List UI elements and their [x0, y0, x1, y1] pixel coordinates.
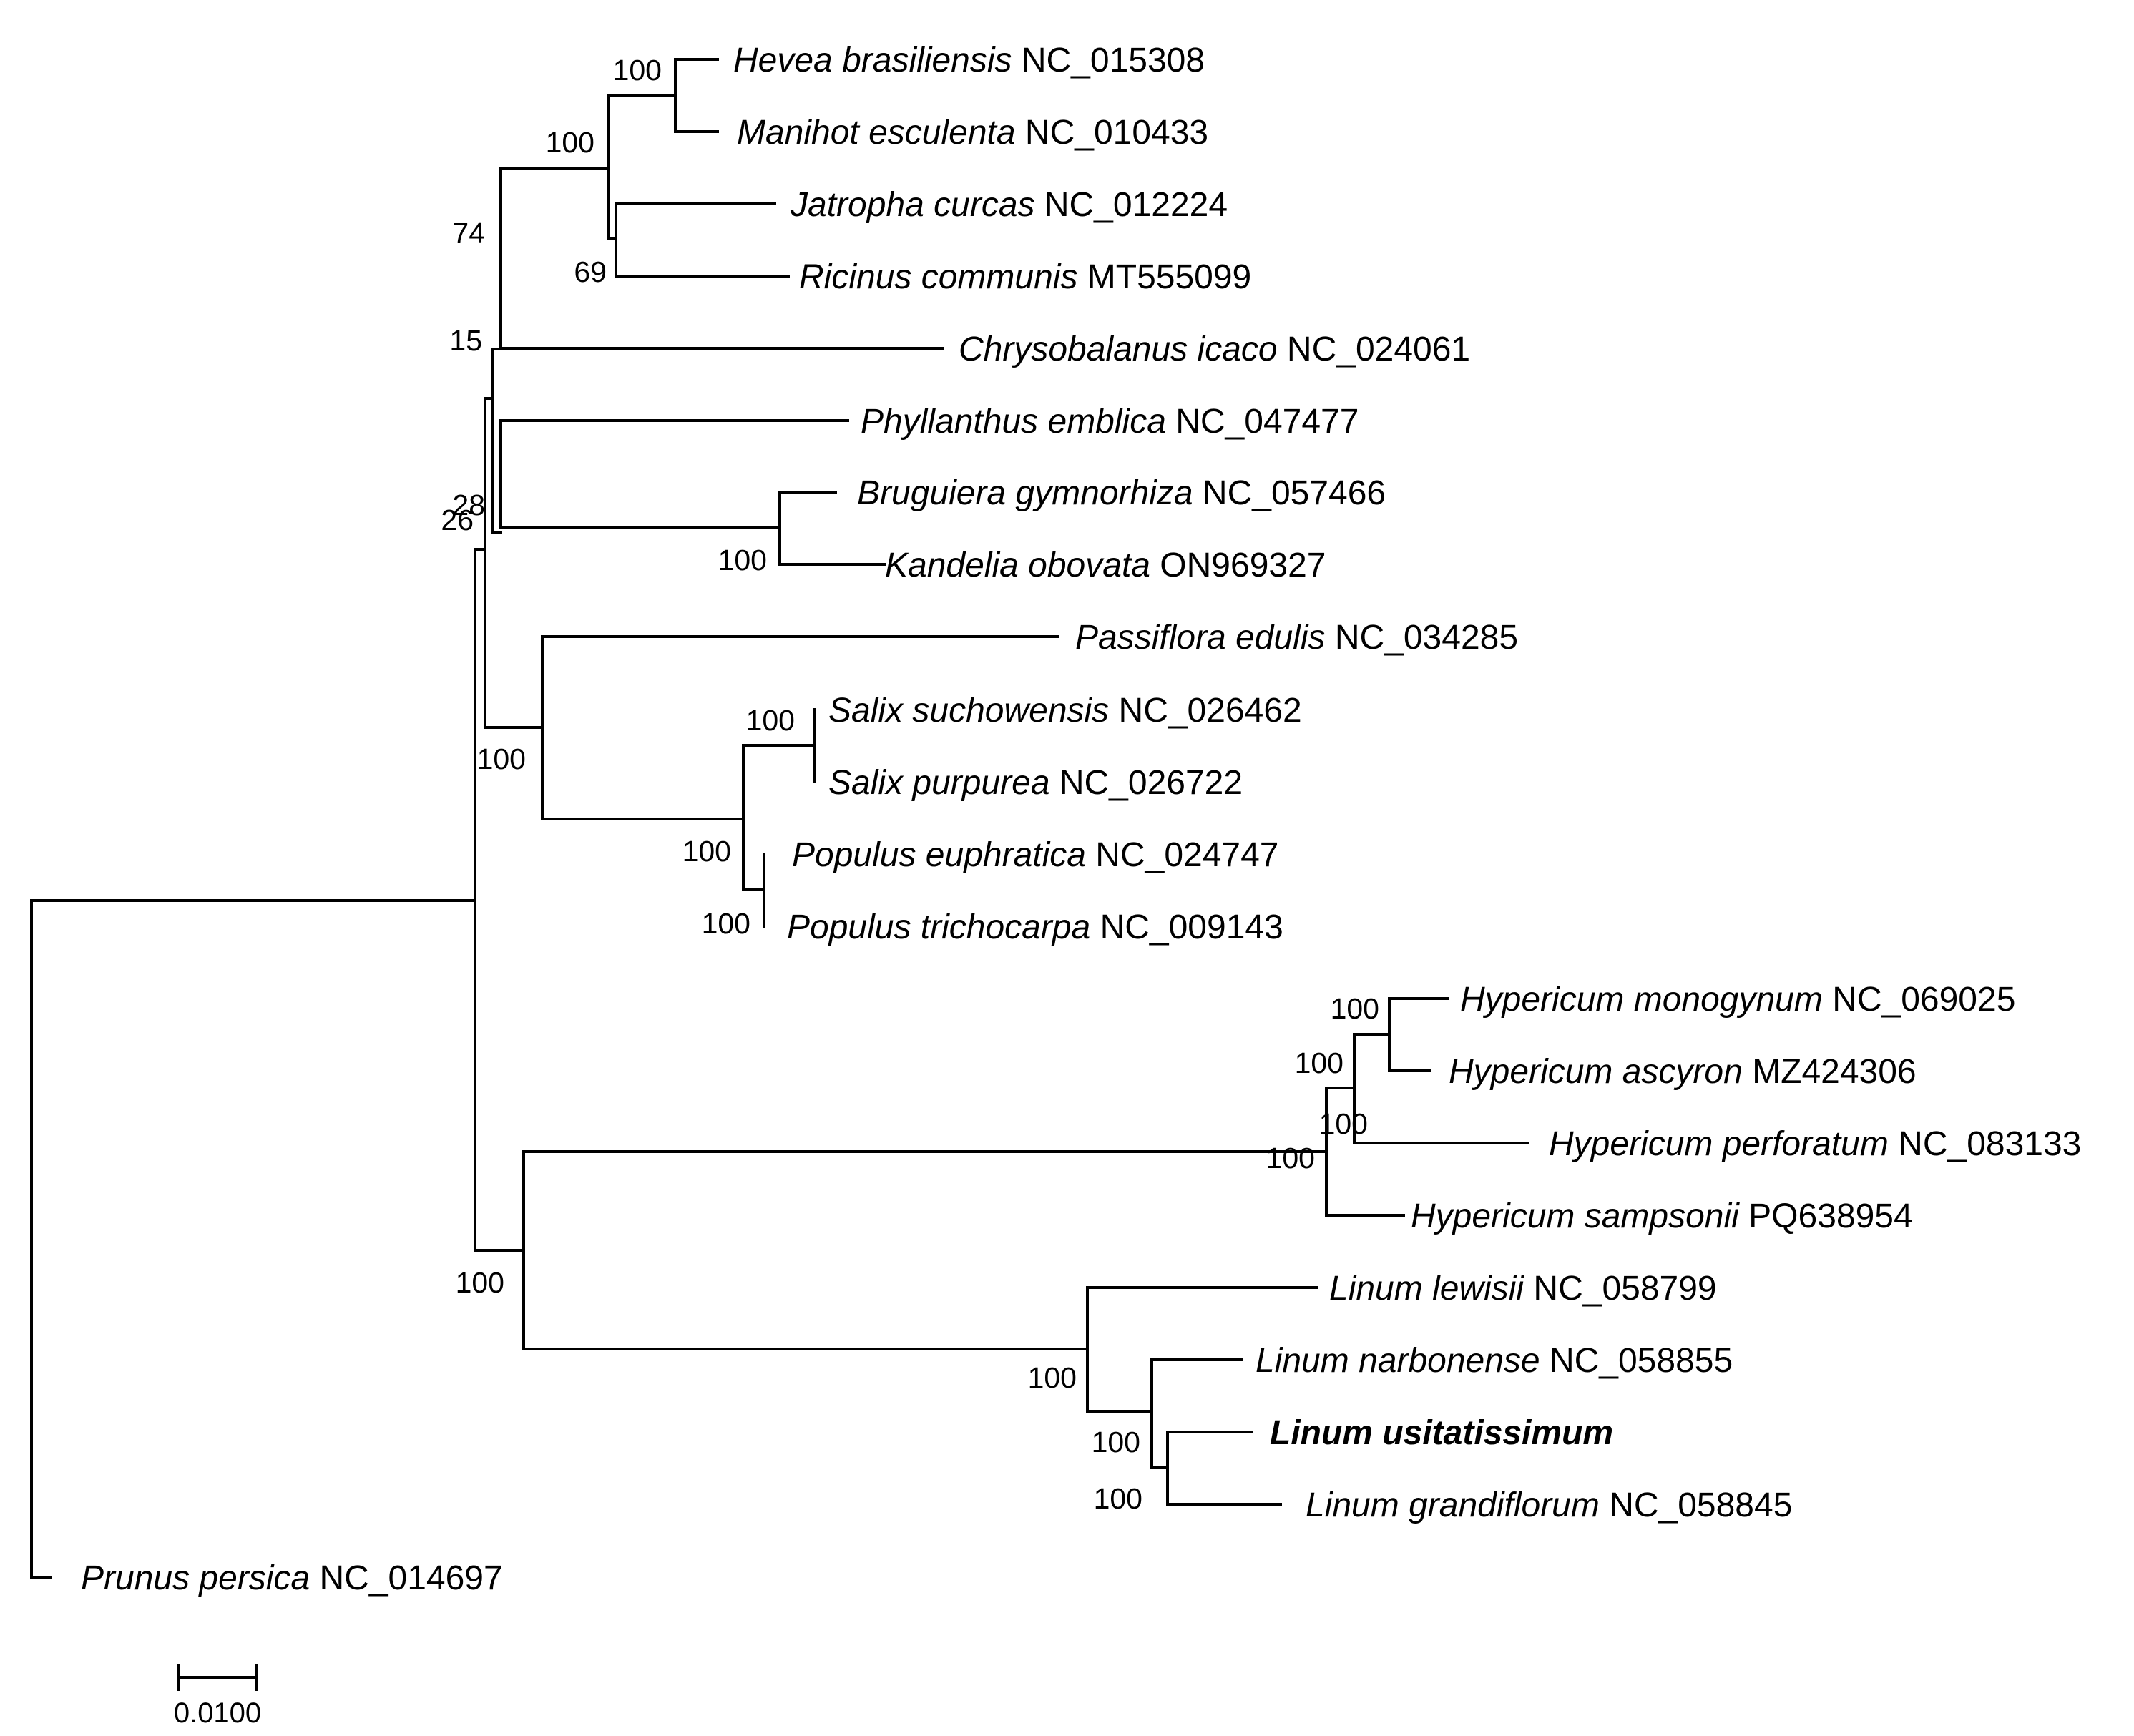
bootstrap-value-4: 15: [449, 324, 482, 357]
bootstrap-values: 1001006974151002826100100100100100100100…: [441, 54, 1379, 1515]
taxon-species: Bruguiera gymnorhiza: [857, 474, 1193, 512]
bootstrap-value-0: 100: [613, 54, 662, 87]
taxon-species: Populus euphratica: [792, 836, 1086, 874]
taxon-accession: NC_024747: [1086, 836, 1279, 874]
taxon-accession: NC_015308: [1012, 41, 1205, 79]
taxon-species: Salix purpurea: [828, 764, 1050, 802]
bootstrap-value-5: 100: [718, 544, 767, 577]
bootstrap-value-6: 28: [452, 489, 485, 521]
taxon-label-salix_s: Salix suchowensis NC_026462: [828, 692, 1302, 730]
taxon-species: Kandelia obovata: [885, 546, 1150, 584]
taxon-species: Hypericum perforatum: [1549, 1125, 1889, 1163]
taxon-accession: NC_012224: [1035, 186, 1228, 224]
taxon-label-kandelia: Kandelia obovata ON969327: [885, 546, 1326, 584]
taxon-species: Hypericum ascyron: [1449, 1053, 1743, 1091]
taxon-species: Hevea brasiliensis: [733, 41, 1012, 79]
taxon-accession: PQ638954: [1739, 1197, 1913, 1235]
bootstrap-value-14: 100: [1092, 1426, 1140, 1458]
taxon-accession: NC_009143: [1090, 908, 1283, 946]
tree-branches: [30, 58, 1529, 1579]
bootstrap-value-7: 26: [441, 504, 474, 536]
taxon-accession: MT555099: [1077, 258, 1251, 296]
taxon-accession: ON969327: [1150, 546, 1326, 584]
taxon-accession: NC_010433: [1016, 114, 1209, 152]
taxon-species: Salix suchowensis: [828, 692, 1109, 730]
taxon-accession: NC_058845: [1600, 1486, 1793, 1524]
bootstrap-value-11: 100: [702, 907, 750, 940]
taxon-species: Jatropha curcas: [790, 186, 1035, 224]
taxon-label-linum_lew: Linum lewisii NC_058799: [1329, 1270, 1717, 1308]
taxon-label-linum_nar: Linum narbonense NC_058855: [1256, 1342, 1733, 1380]
taxon-label-chrysobalanus: Chrysobalanus icaco NC_024061: [959, 330, 1470, 368]
taxon-species: Manihot esculenta: [737, 114, 1016, 152]
taxon-label-populus_e: Populus euphratica NC_024747: [792, 836, 1278, 874]
taxon-label-passiflora: Passiflora edulis NC_034285: [1075, 619, 1518, 657]
taxon-label-hyp_mono: Hypericum monogynum NC_069025: [1460, 981, 2015, 1019]
bootstrap-value-16: 100: [1319, 1107, 1368, 1140]
bootstrap-value-17: 100: [1295, 1046, 1343, 1079]
taxon-label-linum_usi: Linum usitatissimum: [1270, 1414, 1613, 1452]
bootstrap-value-8: 100: [477, 742, 526, 775]
taxon-accession: NC_069025: [1823, 981, 2016, 1019]
taxon-species: Linum grandiflorum: [1306, 1486, 1600, 1524]
taxon-label-salix_p: Salix purpurea NC_026722: [828, 764, 1243, 802]
taxon-label-jatropha: Jatropha curcas NC_012224: [790, 186, 1228, 224]
taxon-accession: NC_026462: [1109, 692, 1302, 730]
bootstrap-value-12: 100: [456, 1266, 504, 1299]
taxon-species: Chrysobalanus icaco: [959, 330, 1278, 368]
taxon-accession: NC_014697: [310, 1559, 503, 1597]
taxon-label-ricinus: Ricinus communis MT555099: [799, 258, 1251, 296]
taxon-label-hyp_samp: Hypericum sampsonii PQ638954: [1411, 1197, 1913, 1235]
taxon-label-prunus: Prunus persica NC_014697: [81, 1559, 503, 1597]
scale-bar-label: 0.0100: [174, 1697, 261, 1729]
bootstrap-value-19: 100: [1266, 1142, 1315, 1175]
taxon-species: Phyllanthus emblica: [861, 403, 1166, 441]
taxon-label-populus_t: Populus trichocarpa NC_009143: [787, 908, 1283, 946]
taxon-species: Linum lewisii: [1329, 1270, 1524, 1308]
bootstrap-value-3: 74: [452, 217, 485, 250]
taxon-label-hyp_asc: Hypericum ascyron MZ424306: [1449, 1053, 1917, 1091]
taxon-accession: NC_034285: [1326, 619, 1519, 657]
bootstrap-value-13: 100: [1028, 1361, 1077, 1394]
taxon-accession: NC_058799: [1524, 1270, 1717, 1308]
taxon-label-linum_gra: Linum grandiflorum NC_058845: [1306, 1486, 1792, 1524]
taxon-label-manihot: Manihot esculenta NC_010433: [737, 114, 1208, 152]
taxon-label-phyllanthus: Phyllanthus emblica NC_047477: [861, 403, 1359, 441]
scale-bar: 0.0100: [174, 1664, 261, 1729]
bootstrap-value-1: 100: [546, 126, 594, 159]
taxon-species: Hypericum monogynum: [1460, 981, 1823, 1019]
taxon-species: Populus trichocarpa: [787, 908, 1090, 946]
taxon-label-hevea: Hevea brasiliensis NC_015308: [733, 41, 1205, 79]
taxon-label-bruguiera: Bruguiera gymnorhiza NC_057466: [857, 474, 1386, 512]
taxon-label-hyp_perf: Hypericum perforatum NC_083133: [1549, 1125, 2081, 1163]
taxon-species: Linum narbonense: [1256, 1342, 1540, 1380]
bootstrap-value-2: 69: [574, 255, 607, 288]
bootstrap-value-10: 100: [682, 835, 731, 868]
bootstrap-value-9: 100: [746, 704, 795, 737]
taxon-accession: NC_057466: [1193, 474, 1386, 512]
taxon-species: Ricinus communis: [799, 258, 1077, 296]
bootstrap-value-18: 100: [1331, 992, 1379, 1025]
taxon-accession: NC_083133: [1889, 1125, 2082, 1163]
taxon-accession: NC_058855: [1540, 1342, 1733, 1380]
taxon-accession: MZ424306: [1743, 1053, 1917, 1091]
taxon-species: Linum usitatissimum: [1270, 1414, 1613, 1452]
taxon-accession: NC_047477: [1166, 403, 1359, 441]
taxon-species: Passiflora edulis: [1075, 619, 1326, 657]
taxon-accession: NC_024061: [1278, 330, 1471, 368]
taxon-species: Prunus persica: [81, 1559, 310, 1597]
taxon-accession: NC_026722: [1050, 764, 1243, 802]
taxon-species: Hypericum sampsonii: [1411, 1197, 1740, 1235]
bootstrap-value-15: 100: [1094, 1482, 1142, 1515]
